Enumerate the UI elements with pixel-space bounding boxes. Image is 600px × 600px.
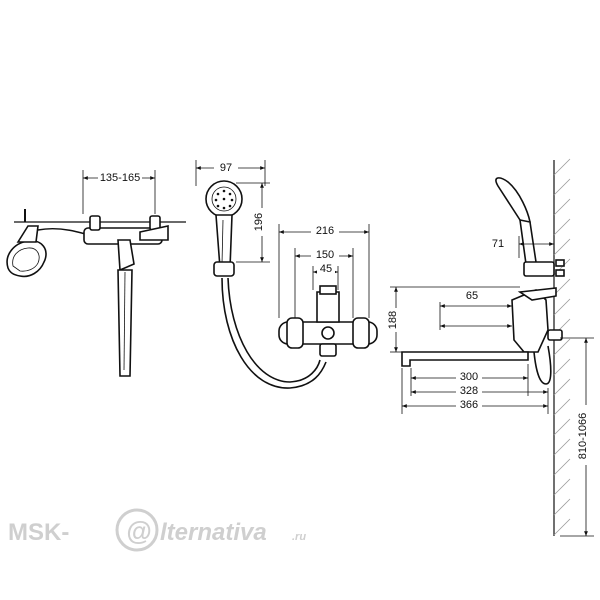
dim-head-width: 97 [220,162,232,174]
figure-side-view: 71 188 65 300 328 366 [387,158,594,537]
dim-body-width: 216 [316,225,334,237]
shower-head-top [6,240,47,278]
dim-mount-height-range: 810-1066 [577,413,589,460]
watermark-left-text: MSK- [8,519,69,546]
long-spout [401,351,529,367]
watermark-at-ring [115,508,159,552]
watermark-at-symbol: @ [126,516,151,546]
dim-spout-height: 188 [387,311,399,329]
dim-spout-length-a: 300 [460,371,478,383]
lever-front [316,291,340,323]
dim-spout-length-c: 366 [460,399,478,411]
dim-center-width: 45 [320,263,332,275]
dim-outlet-offset: 65 [466,290,478,302]
shower-head-side [495,177,531,228]
shower-hose [221,277,327,389]
dim-head-height: 196 [253,213,265,231]
dim-bracket-offset: 71 [492,238,504,250]
dim-spout-length-b: 328 [460,385,478,397]
figure-mixer-front: 216 150 45 [278,222,378,357]
hose-loop [533,345,552,385]
watermark-suffix: .ru [292,531,306,543]
holder-bracket [523,261,555,277]
dim-spacing-range: 135-165 [100,172,140,184]
watermark-right-text: lternativa [160,519,267,546]
figure-hand-shower: 97 196 [195,159,327,389]
dim-inlet-spacing: 150 [316,249,334,261]
shower-handle [215,214,233,269]
spout-top [117,269,133,377]
diverter-knob [321,326,335,340]
figure-top-view: 135-165 [6,170,186,377]
watermark-logo: MSK- @ lternativa .ru [8,508,306,552]
